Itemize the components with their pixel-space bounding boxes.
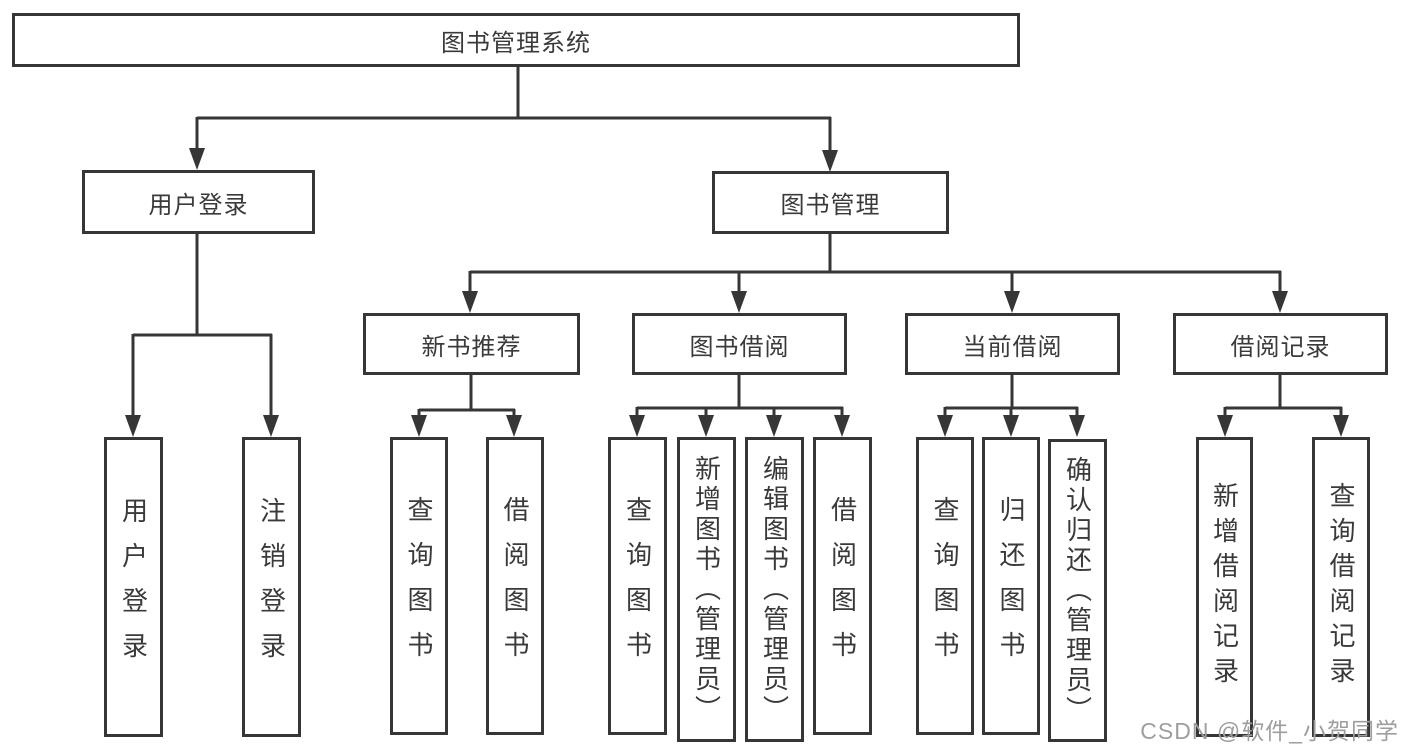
leaf-query-books-2-label: 查询图书	[622, 496, 653, 676]
leaf-user-login-label: 用户登录	[118, 497, 149, 677]
leaf-query-books-3: 查询图书	[916, 437, 974, 735]
node-library-system-label: 图书管理系统	[441, 29, 591, 57]
leaf-borrow-books-1: 借阅图书	[486, 437, 544, 735]
node-book-borrowing-label: 图书借阅	[689, 333, 790, 361]
node-borrow-records: 借阅记录	[1173, 313, 1388, 375]
leaf-edit-books-admin-label: 编辑图书（管理员）	[759, 454, 790, 725]
leaf-add-books-admin-label: 新增图书（管理员）	[691, 454, 722, 725]
node-borrow-records-label: 借阅记录	[1230, 333, 1331, 361]
leaf-return-books-label: 归还图书	[996, 496, 1026, 676]
leaf-borrow-books-2: 借阅图书	[813, 437, 872, 735]
node-user-login: 用户登录	[82, 170, 315, 234]
leaf-return-books: 归还图书	[982, 437, 1040, 735]
leaf-query-books-1: 查询图书	[390, 437, 448, 735]
leaf-confirm-return-admin: 确认归还（管理员）	[1048, 439, 1107, 742]
leaf-confirm-return-admin-label: 确认归还（管理员）	[1062, 455, 1093, 726]
leaf-add-borrow-record-label: 新增借阅记录	[1209, 482, 1240, 692]
node-current-borrowing-label: 当前借阅	[962, 333, 1063, 361]
leaf-query-books-3-label: 查询图书	[930, 496, 960, 676]
leaf-logout-login-label: 注销登录	[256, 497, 287, 677]
leaf-add-books-admin: 新增图书（管理员）	[677, 437, 736, 742]
leaf-query-borrow-record-label: 查询借阅记录	[1326, 482, 1356, 692]
node-user-login-label: 用户登录	[148, 191, 249, 219]
leaf-logout-login: 注销登录	[242, 437, 301, 737]
leaf-query-books-1-label: 查询图书	[404, 496, 434, 676]
node-new-book-recommend: 新书推荐	[363, 313, 580, 375]
leaf-borrow-books-1-label: 借阅图书	[500, 496, 530, 676]
leaf-user-login: 用户登录	[104, 437, 163, 737]
watermark: CSDN @软件_小贺同学	[1140, 718, 1399, 744]
node-new-book-recommend-label: 新书推荐	[421, 333, 522, 361]
node-library-system: 图书管理系统	[12, 13, 1020, 67]
node-current-borrowing: 当前借阅	[905, 313, 1120, 375]
node-book-borrowing: 图书借阅	[632, 313, 847, 375]
leaf-borrow-books-2-label: 借阅图书	[827, 496, 858, 676]
leaf-query-books-2: 查询图书	[608, 437, 667, 735]
leaf-query-borrow-record: 查询借阅记录	[1312, 437, 1370, 737]
node-book-management: 图书管理	[712, 171, 949, 234]
leaf-edit-books-admin: 编辑图书（管理员）	[745, 437, 804, 742]
node-book-management-label: 图书管理	[780, 192, 881, 219]
leaf-add-borrow-record: 新增借阅记录	[1196, 437, 1253, 737]
